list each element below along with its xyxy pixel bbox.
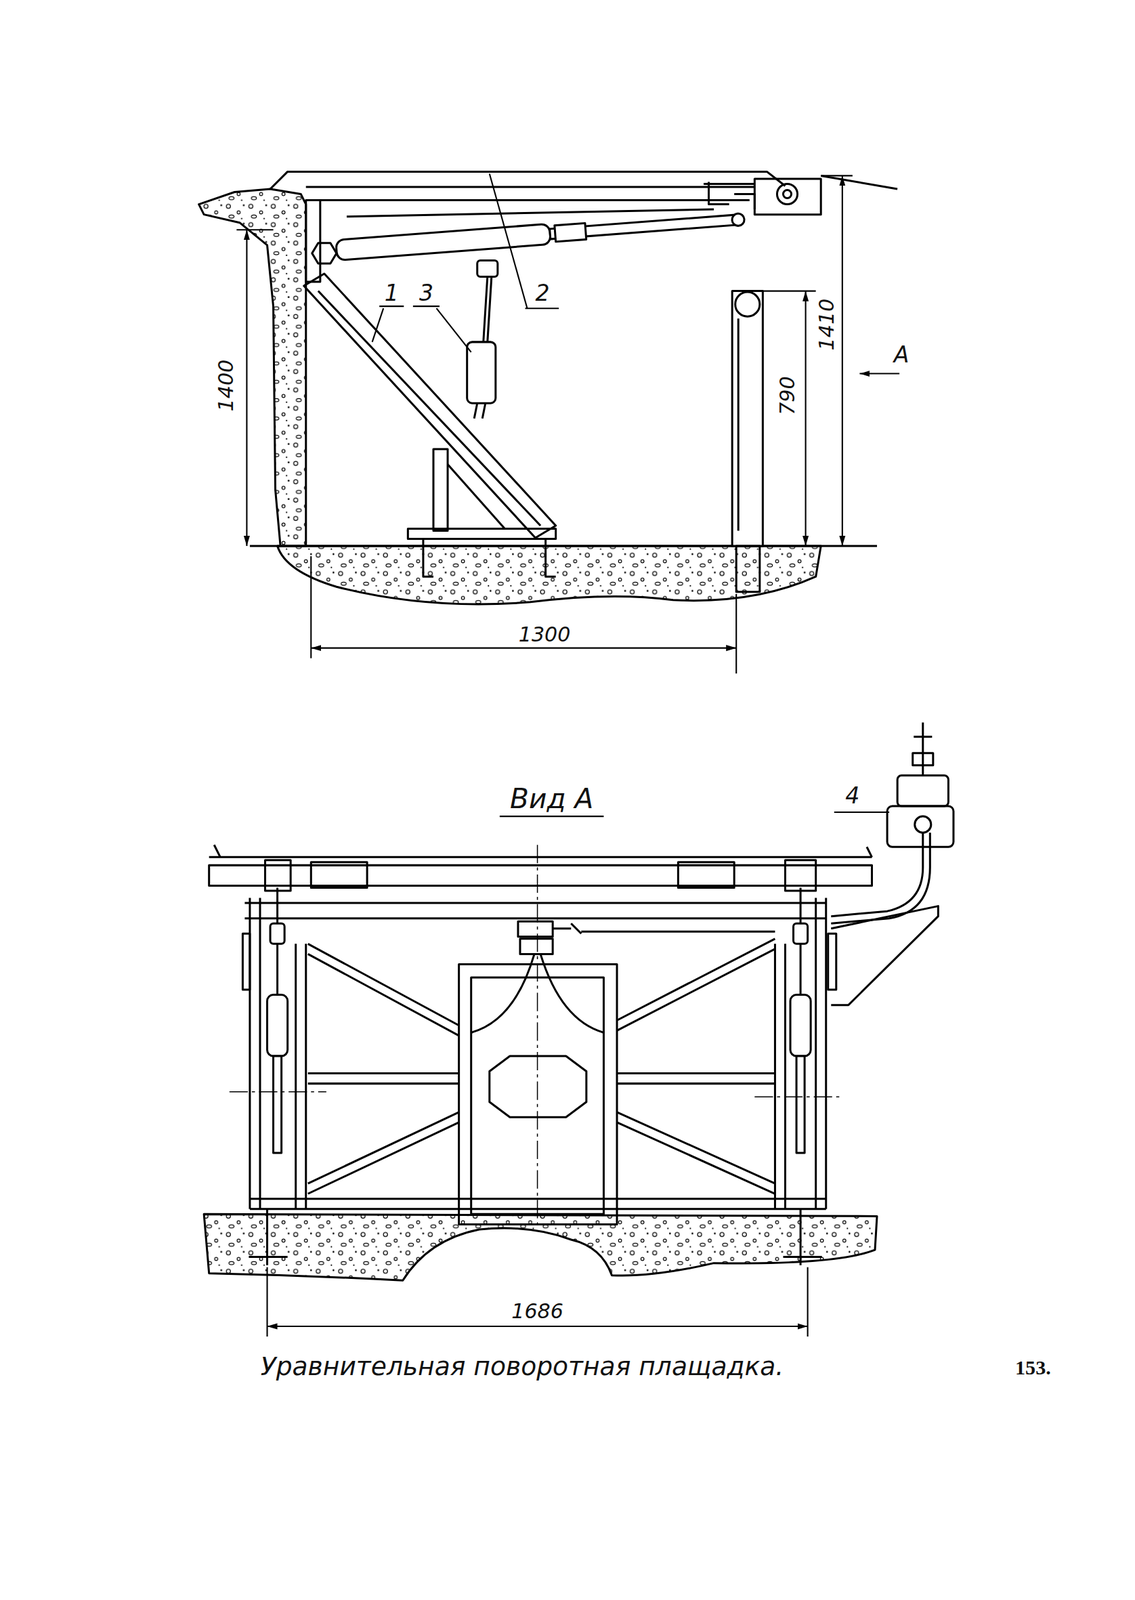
extension-line <box>820 174 853 177</box>
leader-line <box>413 305 440 307</box>
beam-end <box>213 844 872 857</box>
dimension-label: 790 <box>776 374 798 418</box>
dimension-label: 1400 <box>215 357 238 414</box>
leader-line <box>379 305 404 307</box>
leader-line <box>834 811 890 813</box>
extension-line <box>735 593 737 674</box>
lift-cylinder <box>267 887 812 1154</box>
beam <box>244 902 826 905</box>
center-line <box>537 844 539 1230</box>
dimension-line <box>267 1325 808 1327</box>
beam <box>244 916 826 919</box>
support-post <box>737 318 740 531</box>
underline <box>499 815 605 817</box>
valve <box>518 921 553 937</box>
post-footing <box>736 545 760 592</box>
caption: Уравнительная поворотная плащадка. <box>258 1353 786 1381</box>
dimension-line <box>841 175 844 546</box>
bottom-rail <box>249 1198 827 1209</box>
gear <box>520 938 553 955</box>
callout-number: 4 <box>843 783 862 808</box>
callout-number: 3 <box>417 281 436 305</box>
floor-line <box>249 545 877 548</box>
concrete-foundation <box>203 1213 877 1280</box>
hinge-block <box>310 862 368 888</box>
strut <box>304 273 556 538</box>
hinge-block <box>784 860 816 891</box>
side-plate <box>242 933 836 990</box>
extension-line <box>236 228 273 231</box>
deck-beam <box>306 185 756 188</box>
middle-bar <box>308 1073 776 1084</box>
hydraulic-cylinder <box>335 209 745 261</box>
view-label: А <box>891 342 912 367</box>
leader-line <box>489 173 528 309</box>
hinge-block <box>677 862 735 888</box>
deck-beam <box>346 209 714 217</box>
dimension-line <box>310 647 737 649</box>
pipe <box>552 923 775 934</box>
bracket <box>703 181 755 210</box>
hinge-block <box>265 860 292 891</box>
leader-line <box>372 308 384 342</box>
support-post <box>732 291 763 546</box>
roller <box>735 291 760 317</box>
beam <box>209 855 873 859</box>
concrete-foundation <box>277 545 822 605</box>
hinge-block <box>754 178 821 215</box>
callout-number: 1 <box>382 281 401 305</box>
hex-nut <box>312 243 337 264</box>
center-line <box>229 1090 327 1093</box>
dimension-label: 1300 <box>516 623 573 646</box>
view-title: Вид А <box>507 784 596 814</box>
pump-unit <box>830 722 954 1005</box>
leader-line <box>436 308 471 353</box>
strut <box>318 291 541 526</box>
center-line <box>754 1095 842 1098</box>
page-number: 153. <box>1013 1356 1054 1379</box>
view-arrow <box>859 373 900 375</box>
frame-post <box>249 897 827 1209</box>
dimension-line <box>245 229 248 546</box>
extension-line <box>762 290 816 292</box>
base-plate <box>407 528 556 539</box>
anchor-bolt <box>248 1208 822 1266</box>
dimension-line <box>805 291 807 546</box>
deck-beam <box>306 199 750 202</box>
extension-line <box>310 555 312 659</box>
bracket <box>306 200 321 282</box>
anchor-bolt <box>423 539 556 577</box>
central-frame <box>459 963 617 1224</box>
callout-number: 2 <box>533 281 552 305</box>
concrete-wall <box>199 188 307 546</box>
dock-lip <box>820 175 898 189</box>
dimension-label: 1410 <box>816 296 838 353</box>
leader-line <box>525 307 560 309</box>
hinge-pin <box>782 190 791 199</box>
dimension-label: 1686 <box>509 1300 566 1322</box>
lift-cylinder <box>467 260 498 418</box>
post <box>433 448 448 531</box>
beam <box>209 864 873 886</box>
brace <box>447 464 505 529</box>
hinge-pin <box>776 183 798 204</box>
